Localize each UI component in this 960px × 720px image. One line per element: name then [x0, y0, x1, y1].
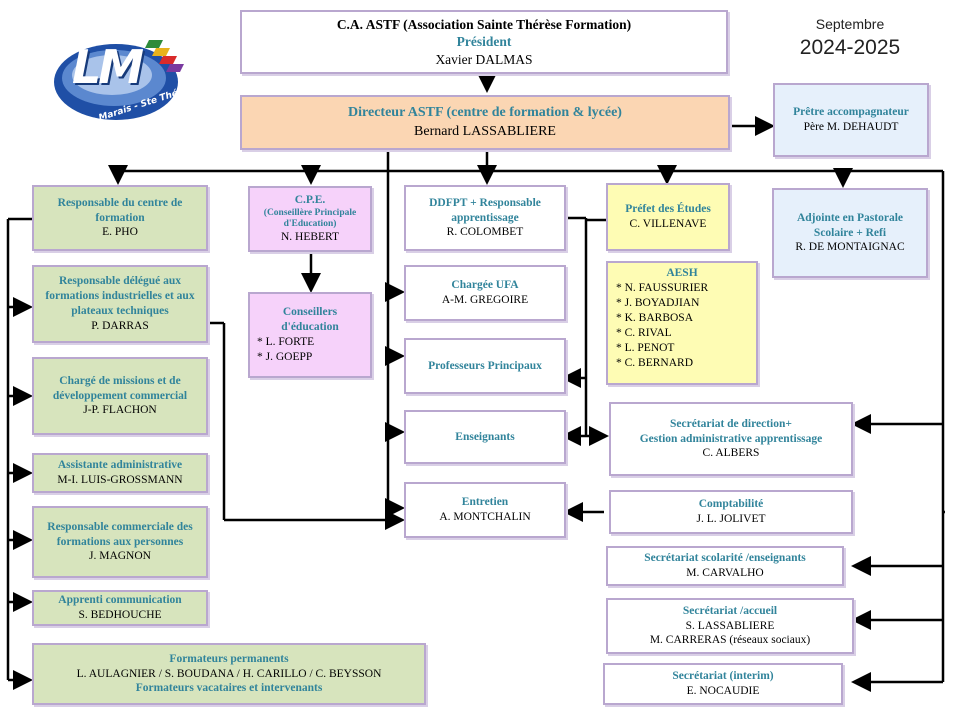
aesh-box: AESH * N. FAUSSURIER * J. BOYADJIAN * K.… [606, 261, 758, 385]
left-box-5: Responsable commerciale des formations a… [32, 506, 208, 578]
pretre-box: Prêtre accompagnateur Père M. DEHAUDT [773, 83, 929, 157]
ufa-name: A-M. GREGOIRE [441, 294, 529, 306]
conseillers-box: Conseillers d'éducation * L. FORTE * J. … [248, 292, 372, 378]
president-name: Xavier DALMAS [435, 51, 533, 67]
left-box-4-name: M-I. LUIS-GROSSMANN [57, 474, 183, 486]
secr-direction-role: Secrétariat de direction+ [670, 417, 792, 430]
prefet-role: Préfet des Études [625, 203, 711, 216]
aesh-name-4: * C. RIVAL [616, 326, 672, 339]
secr-interim-role: Secrétariat (interim) [672, 670, 774, 683]
cpe-subtitle: (Conseillère Principale d'Education) [263, 208, 357, 229]
secr-interim-box: Secrétariat (interim) E. NOCAUDIE [603, 663, 843, 705]
aesh-name-6: * C. BERNARD [616, 356, 693, 369]
enseignants-role: Enseignants [455, 430, 515, 443]
profs-box: Professeurs Principaux [404, 338, 566, 394]
aesh-name-3: * K. BARBOSA [616, 311, 694, 324]
president-role: Président [456, 34, 512, 50]
secr-accueil-name-1: S. LASSABLIERE [685, 619, 775, 632]
profs-role: Professeurs Principaux [428, 359, 542, 372]
enseignants-box: Enseignants [404, 410, 566, 464]
left-box-1-name: E. PHO [102, 226, 138, 239]
left-box-6: Apprenti communication S. BEDHOUCHE [32, 590, 208, 626]
secr-scolarite-name: M. CARVALHO [686, 567, 764, 579]
formateurs-names: L. AULAGNIER / S. BOUDANA / H. CARILLO /… [76, 667, 382, 680]
left-box-3-name: J-P. FLACHON [83, 404, 157, 417]
left-box-2-role: Responsable délégué aux formations indus… [45, 275, 195, 317]
cpe-box: C.P.E. (Conseillère Principale d'Educati… [248, 186, 372, 252]
adjointe-box: Adjointe en Pastorale Scolaire + Refi R.… [772, 188, 928, 278]
secr-scolarite-role: Secrétariat scolarité /enseignants [644, 552, 806, 565]
left-box-4-role: Assistante administrative [57, 459, 183, 472]
ufa-role: Chargée UFA [451, 279, 519, 292]
secr-accueil-box: Secrétariat /accueil S. LASSABLIERE M. C… [606, 598, 854, 654]
left-box-6-name: S. BEDHOUCHE [78, 609, 162, 621]
prefet-box: Préfet des Études C. VILLENAVE [606, 183, 730, 251]
conseiller-name-1: * L. FORTE [257, 336, 315, 348]
director-name: Bernard LASSABLIERE [414, 123, 556, 139]
left-box-2-name: P. DARRAS [91, 319, 149, 332]
compta-name: J. L. JOLIVET [696, 513, 766, 525]
left-box-1: Responsable du centre de formation E. PH… [32, 185, 208, 251]
compta-role: Comptabilité [698, 498, 764, 511]
formateurs-title: Formateurs permanents [169, 652, 289, 665]
pretre-role: Prêtre accompagnateur [793, 106, 909, 119]
director-role: Directeur ASTF (centre de formation & ly… [348, 105, 622, 121]
aesh-role: AESH [666, 267, 698, 279]
conseillers-role: Conseillers d'éducation [281, 306, 339, 334]
cpe-name: N. HEBERT [280, 230, 340, 243]
ca-org-name: C.A. ASTF (Association Sainte Thérèse Fo… [336, 16, 632, 32]
entretien-box: Entretien A. MONTCHALIN [404, 482, 566, 538]
entretien-role: Entretien [461, 496, 509, 509]
date-year: 2024-2025 [799, 36, 901, 59]
adjointe-name: R. DE MONTAIGNAC [795, 241, 905, 254]
ca-president-box: C.A. ASTF (Association Sainte Thérèse Fo… [240, 10, 728, 74]
cpe-role: C.P.E. [294, 194, 326, 207]
director-box: Directeur ASTF (centre de formation & ly… [240, 95, 730, 150]
left-box-1-role: Responsable du centre de formation [57, 196, 183, 224]
date-month: Septembre [815, 16, 885, 32]
left-box-3-role: Chargé de missions et de développement c… [52, 374, 188, 402]
aesh-name-1: * N. FAUSSURIER [616, 281, 709, 294]
ddfpt-role: DDFPT + Responsable apprentissage [429, 196, 541, 224]
left-box-2: Responsable délégué aux formations indus… [32, 265, 208, 343]
left-box-6-role: Apprenti communication [58, 594, 182, 607]
ufa-box: Chargée UFA A-M. GREGOIRE [404, 265, 566, 321]
entretien-name: A. MONTCHALIN [439, 511, 531, 523]
pretre-name: Père M. DEHAUDT [803, 121, 899, 133]
secr-direction-name: C. ALBERS [702, 447, 760, 460]
secr-accueil-role: Secrétariat /accueil [682, 604, 778, 617]
secr-accueil-name-2: M. CARRERAS (réseaux sociaux) [649, 634, 811, 647]
secr-interim-name: E. NOCAUDIE [686, 685, 760, 697]
organization-logo: LM Le Marais - Ste Thérèse [44, 30, 200, 130]
aesh-name-2: * J. BOYADJIAN [616, 296, 700, 309]
ddfpt-box: DDFPT + Responsable apprentissage R. COL… [404, 185, 566, 251]
compta-box: Comptabilité J. L. JOLIVET [609, 490, 853, 534]
logo-initials: LM [72, 40, 144, 94]
adjointe-role: Adjointe en Pastorale Scolaire + Refi [796, 211, 904, 239]
secr-direction-role2: Gestion administrative apprentissage [639, 432, 823, 445]
aesh-name-5: * L. PENOT [616, 341, 675, 354]
conseiller-name-2: * J. GOEPP [257, 350, 313, 363]
formateurs-box: Formateurs permanents L. AULAGNIER / S. … [32, 643, 426, 705]
left-box-5-role: Responsable commerciale des formations a… [47, 520, 193, 548]
left-box-3: Chargé de missions et de développement c… [32, 357, 208, 435]
logo-icon [54, 40, 184, 120]
secr-direction-box: Secrétariat de direction+ Gestion admini… [609, 402, 853, 476]
secr-scolarite-box: Secrétariat scolarité /enseignants M. CA… [606, 546, 844, 586]
formateurs-footer: Formateurs vacataires et intervenants [135, 682, 323, 695]
prefet-name: C. VILLENAVE [629, 218, 707, 230]
ddfpt-name: R. COLOMBET [446, 226, 524, 239]
left-box-5-name: J. MAGNON [89, 550, 151, 563]
left-box-4: Assistante administrative M-I. LUIS-GROS… [32, 453, 208, 493]
